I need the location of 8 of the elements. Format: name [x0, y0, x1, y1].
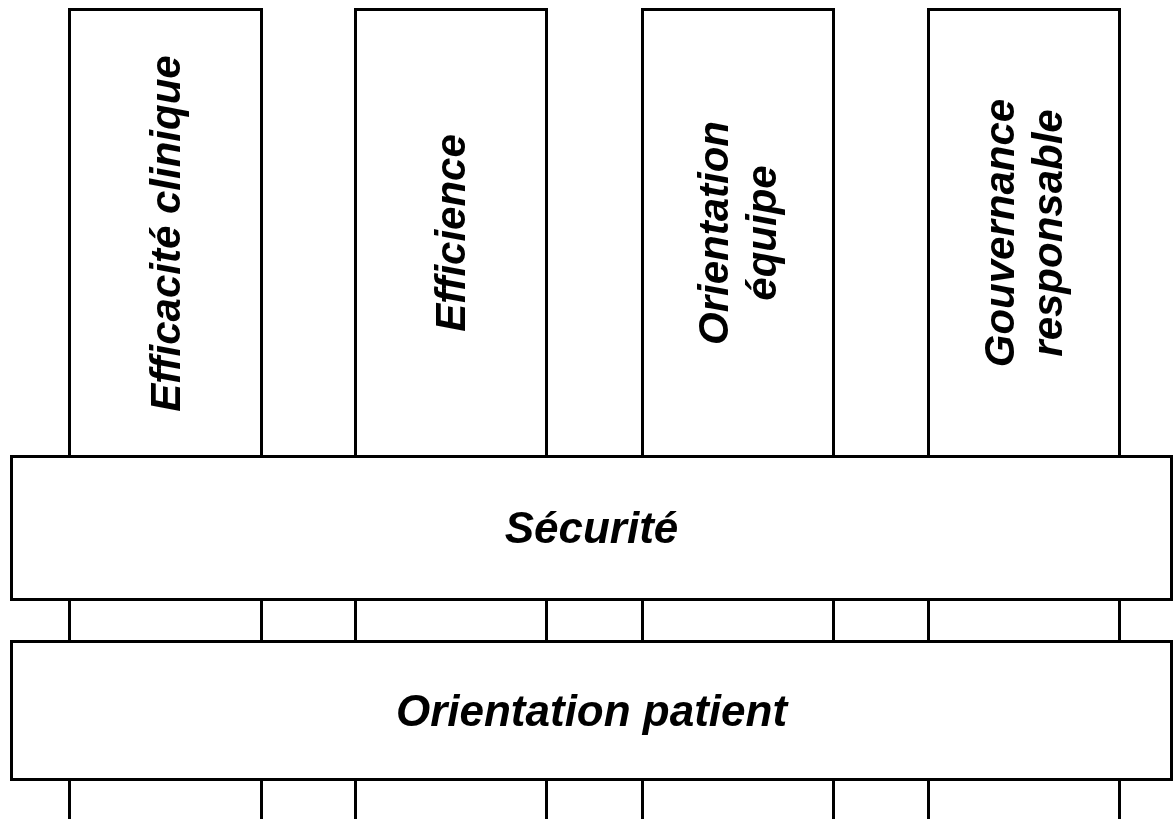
- bar-label: Sécurité: [504, 503, 679, 553]
- bar-label: Orientation patient: [395, 685, 788, 736]
- pillar-label: Efficacité clinique: [140, 53, 190, 413]
- pillar-label: Gouvernance responsable: [974, 97, 1072, 370]
- pillar-label: Orientation équipe: [688, 120, 786, 347]
- bar-box: [10, 455, 1173, 601]
- bar-box: [10, 640, 1173, 781]
- pillar-label: Efficience: [425, 133, 475, 334]
